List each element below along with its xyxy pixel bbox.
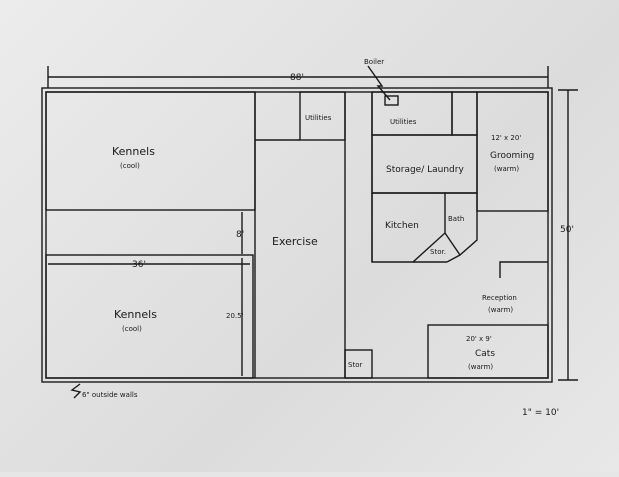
kennels-bottom-note: (cool) <box>122 325 142 333</box>
scale-note: 1" = 10' <box>522 408 559 418</box>
closet <box>451 91 478 136</box>
kitchen-room <box>371 192 446 263</box>
storage-laundry-label: Storage/ Laundry <box>386 165 464 175</box>
storage-laundry-room <box>371 134 478 194</box>
grooming-note: (warm) <box>494 165 519 173</box>
reception-label: Reception <box>482 294 517 302</box>
svg-text:20.5': 20.5' <box>226 312 244 320</box>
dimension-88ft: 88' <box>47 66 549 88</box>
utilities-room <box>371 91 453 136</box>
stor-small-label: Stor. <box>430 248 446 256</box>
cats-note: (warm) <box>468 363 493 371</box>
utilities-label: Utilities <box>390 118 417 126</box>
kennels-bottom-room <box>45 254 254 379</box>
grooming-label: Grooming <box>490 151 534 161</box>
utilities-small-label: Utilities <box>305 114 332 122</box>
inner-wall <box>45 91 549 379</box>
dimension-36ft: 36' <box>48 260 250 270</box>
dimension-8ft: 8' <box>236 212 244 254</box>
boiler-icon <box>384 95 399 106</box>
reception-note: (warm) <box>488 306 513 314</box>
grooming-room <box>476 91 549 212</box>
bath-room <box>444 192 478 257</box>
outer-wall <box>41 87 553 383</box>
stor-bottom-room <box>344 349 373 379</box>
kennels-bottom-label: Kennels <box>114 308 157 321</box>
exercise-label: Exercise <box>272 235 318 248</box>
bath-label: Bath <box>448 215 464 223</box>
svg-text:36': 36' <box>132 260 146 270</box>
height-label: 50' <box>560 225 574 235</box>
cats-room <box>427 324 549 379</box>
kennels-top-note: (cool) <box>120 162 140 170</box>
svg-text:8': 8' <box>236 230 244 240</box>
kennels-top-label: Kennels <box>112 145 155 158</box>
grooming-size: 12' x 20' <box>491 134 521 142</box>
kitchen-label: Kitchen <box>385 221 419 231</box>
boiler-label: Boiler <box>364 58 384 66</box>
outside-walls-note: 6" outside walls <box>82 391 138 399</box>
cats-label: Cats <box>475 349 495 359</box>
stor-bottom-label: Stor <box>348 361 362 369</box>
width-label: 88' <box>290 73 304 83</box>
dimension-20-5ft: 20.5' <box>226 258 244 376</box>
cats-size: 20' x 9' <box>466 335 492 343</box>
dimension-50ft: 50' <box>558 89 578 381</box>
